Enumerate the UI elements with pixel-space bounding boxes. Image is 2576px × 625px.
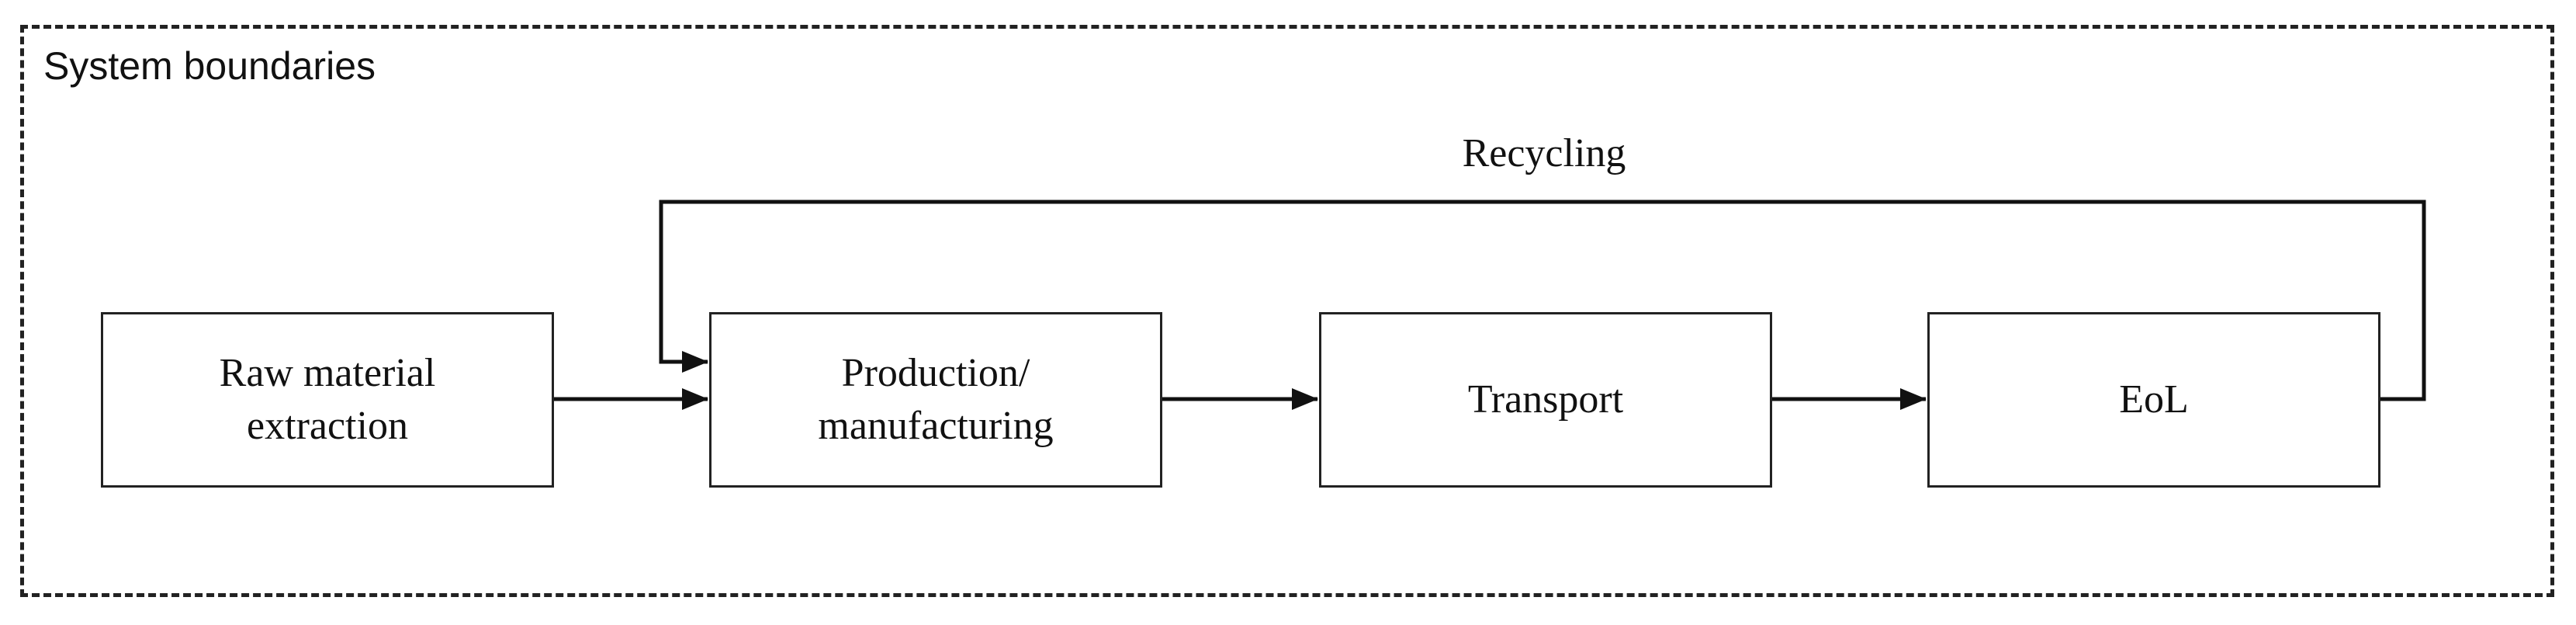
system-boundary (20, 25, 2554, 597)
stage-raw-material-line1: Raw material (219, 351, 436, 396)
stage-transport: Transport (1319, 312, 1772, 488)
stage-transport-label: Transport (1467, 377, 1624, 422)
stage-raw-material-line2: extraction (247, 404, 408, 448)
stage-production-line2: manufacturing (818, 404, 1054, 448)
stage-raw-material-extraction: Raw material extraction (101, 312, 554, 488)
recycling-label: Recycling (1462, 131, 1626, 175)
recycling-loop-line (659, 200, 2426, 401)
stage-production-line1: Production/ (841, 351, 1030, 396)
system-boundary-title: System boundaries (43, 44, 376, 88)
stage-eol-label: EoL (2119, 377, 2189, 422)
stage-production-manufacturing: Production/ manufacturing (709, 312, 1162, 488)
stage-eol: EoL (1927, 312, 2380, 488)
